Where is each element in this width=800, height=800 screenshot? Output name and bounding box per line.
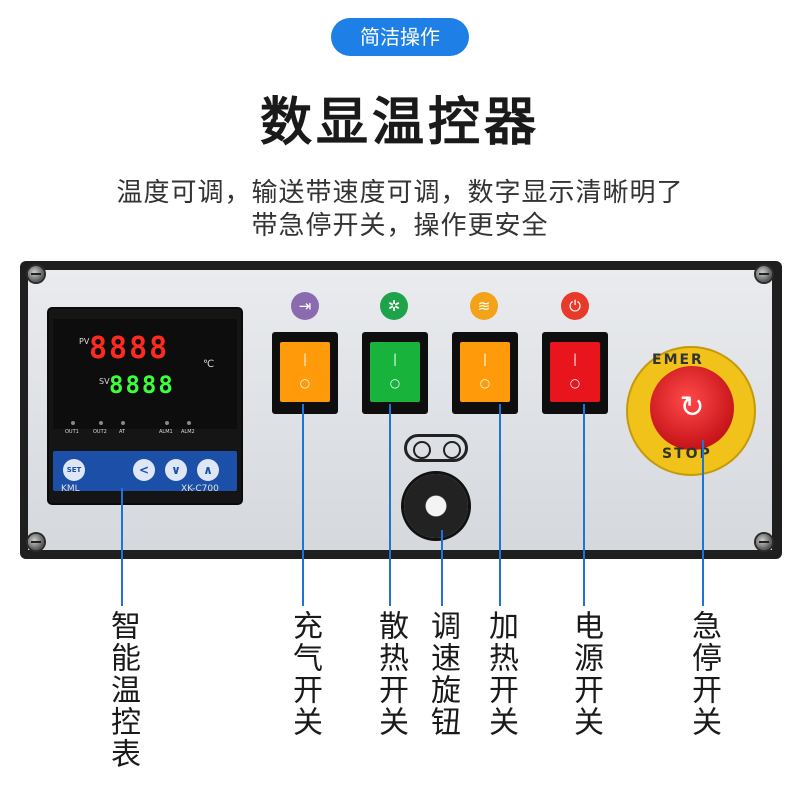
- fan-switch[interactable]: |○: [362, 332, 428, 414]
- left-key[interactable]: <: [133, 459, 155, 481]
- indicator-led: [187, 421, 191, 425]
- callout-line: [389, 404, 391, 606]
- power-rocker[interactable]: |○: [550, 342, 600, 402]
- callout-line: [583, 404, 585, 606]
- brand-label: KML: [61, 484, 80, 494]
- callout-heat: 加热开关: [483, 610, 518, 738]
- callout-power: 电源开关: [568, 610, 603, 738]
- inflate-switch[interactable]: |○: [272, 332, 338, 414]
- indicator-label: ALM1: [159, 429, 173, 435]
- indicator-label: OUT2: [93, 429, 107, 435]
- estop-bottom-text: STOP: [662, 446, 712, 462]
- callout-line: [702, 440, 704, 606]
- pv-label: PV: [79, 337, 90, 346]
- heat-icon: ≋: [470, 292, 498, 320]
- estop-top-text: EMER: [652, 352, 704, 368]
- rotate-arrows-icon: ↻: [679, 390, 705, 425]
- model-label: XK-C700: [181, 484, 219, 494]
- heat-rocker[interactable]: |○: [460, 342, 510, 402]
- feature-badge: 简洁操作: [331, 18, 469, 56]
- indicator-led: [99, 421, 103, 425]
- indicator-led: [121, 421, 125, 425]
- screw-icon: [28, 266, 44, 282]
- speed-knob[interactable]: [404, 474, 468, 538]
- indicator-label: OUT1: [65, 429, 79, 435]
- unit-label: ℃: [203, 359, 215, 370]
- speed-indicator: [404, 434, 468, 462]
- sv-label: SV: [99, 377, 110, 386]
- callout-line: [499, 404, 501, 606]
- screw-icon: [28, 534, 44, 550]
- fan-icon: ✲: [380, 292, 408, 320]
- inflate-rocker[interactable]: |○: [280, 342, 330, 402]
- fan-rocker[interactable]: |○: [370, 342, 420, 402]
- indicator-led: [71, 421, 75, 425]
- callout-line: [121, 488, 123, 606]
- sv-readout: 8888: [109, 371, 175, 399]
- power-icon: ⏻: [561, 292, 589, 320]
- down-key[interactable]: ∨: [165, 459, 187, 481]
- indicator-label: AT: [119, 429, 126, 435]
- description-line-1: 温度可调，输送带速度可调，数字显示清晰明了: [116, 178, 684, 208]
- callout-fan: 散热开关: [373, 610, 408, 738]
- indicator-label: ALM2: [181, 429, 195, 435]
- callout-line: [302, 404, 304, 606]
- up-key[interactable]: ∧: [197, 459, 219, 481]
- controller-display: [53, 319, 237, 429]
- temperature-controller: PV 8888 ℃ SV 8888 OUT1 OUT2 AT ALM1 ALM2…: [49, 309, 241, 503]
- callout-inflate: 充气开关: [287, 610, 322, 738]
- heat-switch[interactable]: |○: [452, 332, 518, 414]
- callout-controller: 智能温控表: [105, 610, 140, 770]
- screw-icon: [756, 534, 772, 550]
- pv-readout: 8888: [89, 331, 170, 366]
- indicator-led: [165, 421, 169, 425]
- description-line-2: 带急停开关，操作更安全: [251, 211, 549, 241]
- power-switch[interactable]: |○: [542, 332, 608, 414]
- emergency-stop-button[interactable]: ↻: [650, 366, 734, 450]
- callout-line: [441, 530, 443, 606]
- callout-speed: 调速旋钮: [425, 610, 460, 738]
- callout-estop: 急停开关: [686, 610, 721, 738]
- set-key[interactable]: SET: [63, 459, 85, 481]
- page-title: 数显温控器: [259, 93, 540, 153]
- screw-icon: [756, 266, 772, 282]
- inflate-icon: ⇥: [291, 292, 319, 320]
